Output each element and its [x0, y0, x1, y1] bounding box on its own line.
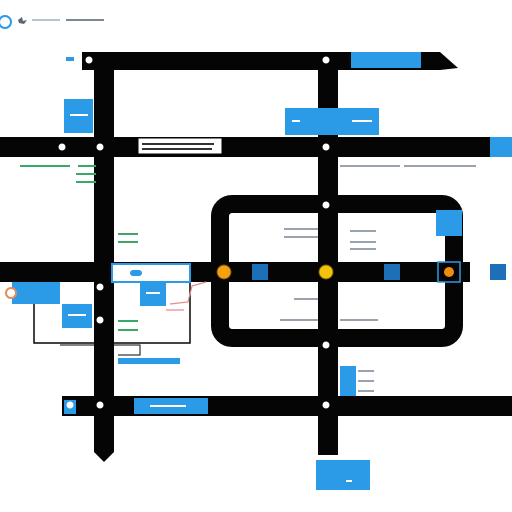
road-center-vertical	[318, 55, 338, 455]
panel-bottom-center	[316, 460, 370, 490]
location-pin-icon	[318, 264, 334, 280]
square-marker-icon	[384, 264, 400, 280]
panel-right-edge	[490, 137, 512, 157]
orange-circle-icon	[444, 267, 454, 277]
intersection-dots	[58, 56, 330, 409]
orange-circle-icon	[5, 287, 17, 299]
road-callout[interactable]	[137, 137, 223, 155]
road-upper-mid	[0, 137, 512, 157]
panel-marks	[68, 114, 372, 482]
blue-panels[interactable]	[12, 52, 512, 490]
cloud-icon	[130, 270, 142, 276]
location-pin-icon	[216, 264, 232, 280]
panel-far-left-top	[66, 57, 74, 61]
link-lines	[60, 281, 207, 356]
small-label-rows	[20, 165, 476, 392]
panel-loop-corner	[436, 210, 462, 236]
bird-icon	[18, 17, 27, 24]
left-callout[interactable]	[111, 263, 191, 283]
road-left-vertical	[94, 60, 114, 462]
square-marker-icon	[490, 264, 506, 280]
square-marker-icon	[252, 264, 268, 280]
panel-right-lower	[340, 366, 356, 396]
markers[interactable]	[5, 261, 506, 299]
road-bottom	[62, 396, 512, 416]
panel-left-middle	[12, 282, 60, 304]
header-text-strip	[32, 19, 104, 21]
ring-logo-icon[interactable]	[0, 15, 12, 29]
panel-top-right	[351, 52, 421, 68]
